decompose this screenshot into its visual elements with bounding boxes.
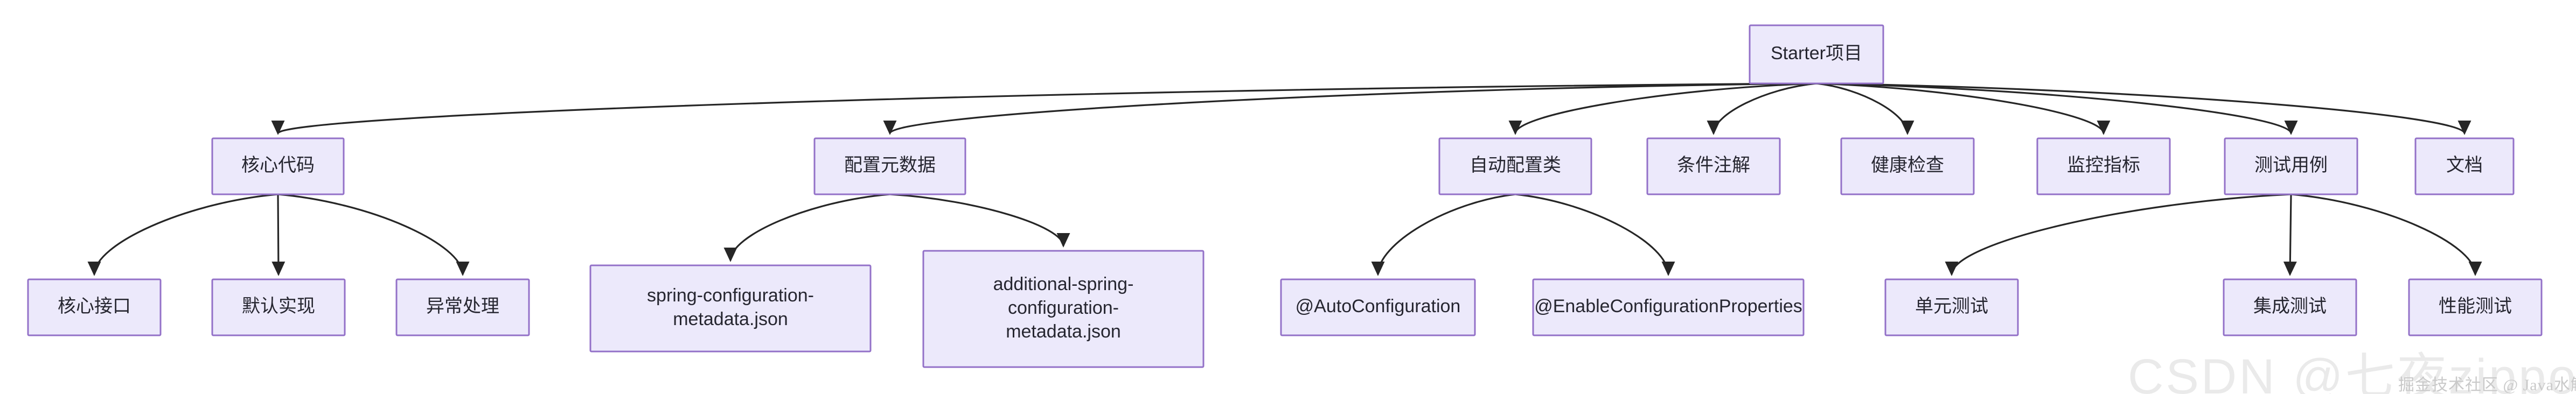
edge-root-to-condition <box>1707 82 1817 135</box>
node-label-tests: 测试用例 <box>2254 155 2328 175</box>
edge-layer <box>87 82 2482 276</box>
node-label-metadata: 配置元数据 <box>844 155 936 175</box>
node-label-ann-props: @EnableConfigurationProperties <box>1534 296 1802 316</box>
node-label-test-integ: 集成测试 <box>2253 296 2327 316</box>
node-box-root[interactable] <box>1749 24 1884 85</box>
node-box-metrics[interactable] <box>2036 137 2171 195</box>
node-box-health[interactable] <box>1840 137 1975 195</box>
node-tests[interactable]: 测试用例 <box>2224 137 2358 195</box>
node-health[interactable]: 健康检查 <box>1840 137 1975 195</box>
node-test-unit[interactable]: 单元测试 <box>1884 278 2019 336</box>
edge-root-to-metrics <box>1816 82 2111 135</box>
node-box-core-impl[interactable] <box>211 278 346 336</box>
edge-root-to-health <box>1816 82 1914 135</box>
node-docs[interactable]: 文档 <box>2414 137 2515 195</box>
node-box-metadata[interactable] <box>813 137 966 195</box>
edge-autoconfig-to-ann-auto <box>1371 193 1516 276</box>
node-test-perf[interactable]: 性能测试 <box>2408 278 2543 336</box>
node-ann-auto[interactable]: @AutoConfiguration <box>1280 278 1476 336</box>
node-label-ann-auto: @AutoConfiguration <box>1296 296 1461 316</box>
node-ann-props[interactable]: @EnableConfigurationProperties <box>1532 278 1805 336</box>
node-label-docs: 文档 <box>2446 155 2483 175</box>
node-core-impl[interactable]: 默认实现 <box>211 278 346 336</box>
node-root[interactable]: Starter项目 <box>1749 24 1884 85</box>
node-label-core-impl: 默认实现 <box>242 296 315 316</box>
node-box-core-error[interactable] <box>395 278 530 336</box>
edge-tests-to-test-unit <box>1945 193 2292 276</box>
node-label-meta-addl: additional-spring-configuration-metadata… <box>993 274 1134 342</box>
node-label-core-api: 核心接口 <box>58 296 131 316</box>
node-box-meta-addl[interactable] <box>922 250 1205 368</box>
node-label-metrics: 监控指标 <box>2067 155 2140 175</box>
node-box-meta-spring[interactable] <box>589 264 872 353</box>
edge-root-to-docs <box>1816 82 2471 135</box>
node-box-test-integ[interactable] <box>2223 278 2357 336</box>
node-box-autoconfig[interactable] <box>1438 137 1592 195</box>
node-test-integ[interactable]: 集成测试 <box>2223 278 2357 336</box>
node-box-test-perf[interactable] <box>2408 278 2543 336</box>
edge-metadata-to-meta-addl <box>889 193 1070 248</box>
node-box-core-api[interactable] <box>27 278 162 336</box>
node-core-api[interactable]: 核心接口 <box>27 278 162 336</box>
node-label-test-unit: 单元测试 <box>1915 296 1988 316</box>
edge-tests-to-test-integ <box>2283 194 2297 276</box>
edge-tests-to-test-perf <box>2290 193 2482 276</box>
node-label-root: Starter项目 <box>1771 43 1862 64</box>
edge-core-to-core-error <box>277 193 470 276</box>
edge-metadata-to-meta-spring <box>723 193 890 262</box>
edge-root-to-tests <box>1816 82 2298 135</box>
node-meta-spring[interactable]: spring-configuration-metadata.json <box>589 264 872 353</box>
node-metadata[interactable]: 配置元数据 <box>813 137 966 195</box>
node-box-core[interactable] <box>211 137 345 195</box>
edge-root-to-metadata <box>883 82 1817 135</box>
node-condition[interactable]: 条件注解 <box>1646 137 1781 195</box>
node-box-tests[interactable] <box>2224 137 2358 195</box>
node-box-ann-auto[interactable] <box>1280 278 1476 336</box>
node-box-test-unit[interactable] <box>1884 278 2019 336</box>
node-label-meta-spring: spring-configuration-metadata.json <box>647 285 814 329</box>
edge-root-to-core <box>271 82 1817 135</box>
node-label-condition: 条件注解 <box>1677 155 1750 175</box>
edge-core-to-core-impl <box>271 194 286 276</box>
node-box-docs[interactable] <box>2414 137 2515 195</box>
node-label-autoconfig: 自动配置类 <box>1470 155 1561 175</box>
node-box-condition[interactable] <box>1646 137 1781 195</box>
node-metrics[interactable]: 监控指标 <box>2036 137 2171 195</box>
node-label-core: 核心代码 <box>241 155 315 175</box>
node-label-test-perf: 性能测试 <box>2439 296 2512 316</box>
node-core-error[interactable]: 异常处理 <box>395 278 530 336</box>
edge-core-to-core-api <box>87 193 279 276</box>
edge-autoconfig-to-ann-props <box>1515 193 1675 276</box>
node-core[interactable]: 核心代码 <box>211 137 345 195</box>
node-meta-addl[interactable]: additional-spring-configuration-metadata… <box>922 250 1205 368</box>
node-autoconfig[interactable]: 自动配置类 <box>1438 137 1592 195</box>
node-label-health: 健康检查 <box>1871 155 1944 175</box>
edge-root-to-autoconfig <box>1508 82 1817 135</box>
node-label-core-error: 异常处理 <box>426 296 499 316</box>
node-box-ann-props[interactable] <box>1532 278 1805 336</box>
